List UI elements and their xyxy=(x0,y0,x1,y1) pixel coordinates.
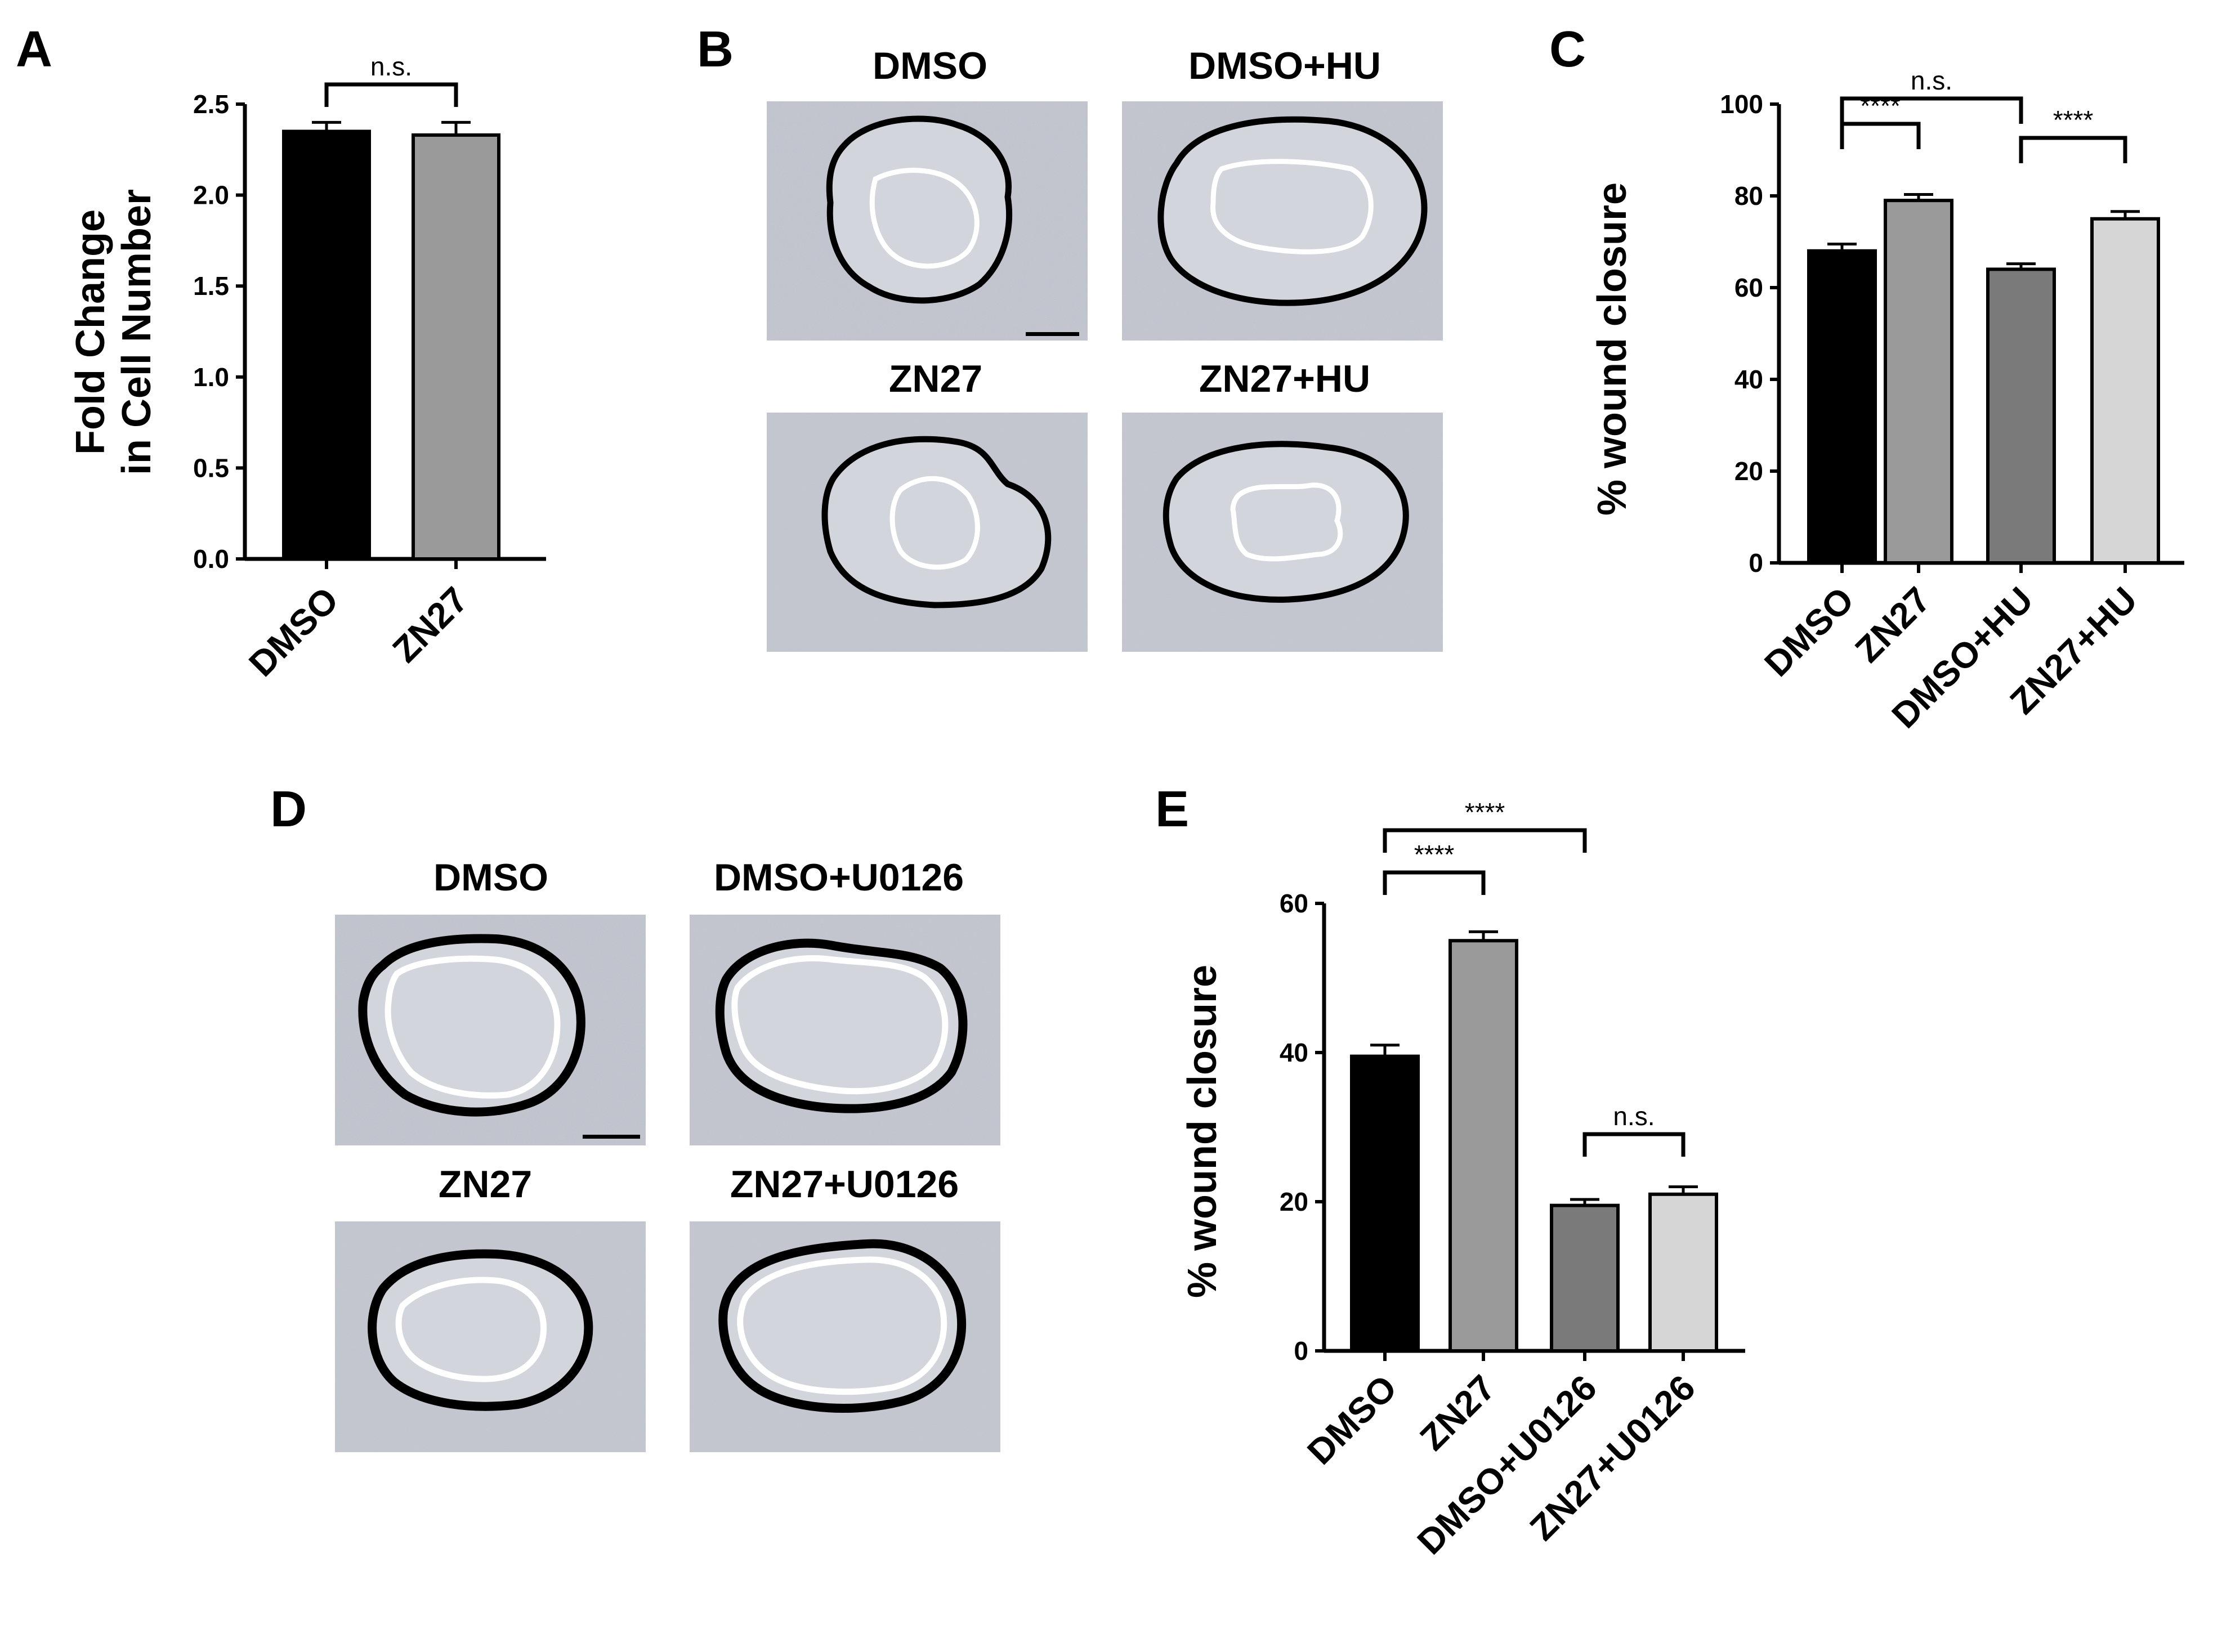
y-tick-label: 80 xyxy=(1734,181,1763,211)
significance-bracket xyxy=(2019,136,2127,163)
micrograph-image xyxy=(767,413,1088,652)
y-tick-label: 40 xyxy=(1280,1038,1308,1067)
bar xyxy=(1448,939,1518,1353)
x-tick-label: DMSO xyxy=(241,579,346,684)
y-tick-label: 40 xyxy=(1734,365,1763,394)
micrograph-panel-b: DMSO DMSO+HU ZN27 ZN27+HU xyxy=(767,44,1443,652)
micrograph-title: ZN27 xyxy=(439,1163,532,1206)
bar xyxy=(1550,1203,1620,1353)
y-axis-label: in Cell Number xyxy=(114,189,159,475)
panel-letter-d: D xyxy=(270,781,307,838)
micrograph-image xyxy=(690,915,1000,1145)
x-tick-label: ZN27 xyxy=(1412,1367,1503,1458)
y-tick-label: 20 xyxy=(1734,456,1763,486)
micrograph-title: DMSO+HU xyxy=(1188,44,1381,87)
significance-bracket xyxy=(1840,96,2023,124)
significance-bracket xyxy=(1840,122,1921,149)
significance-bracket xyxy=(1383,828,1587,853)
bar xyxy=(282,129,371,561)
micrograph-title: DMSO+U0126 xyxy=(714,856,964,899)
bar xyxy=(1350,1054,1420,1353)
micrograph-title: ZN27 xyxy=(889,357,982,400)
significance-label: n.s. xyxy=(370,52,412,81)
significance-label: n.s. xyxy=(1911,66,1952,95)
bar xyxy=(2090,217,2160,565)
y-tick-label: 1.0 xyxy=(193,362,229,392)
y-tick-label: 0 xyxy=(1294,1336,1308,1366)
panel-letter-b: B xyxy=(697,21,734,78)
significance-label: **** xyxy=(1465,798,1505,827)
micrograph-title: ZN27+HU xyxy=(1199,357,1370,400)
micrograph-image xyxy=(1122,413,1443,652)
micrograph-panel-d: DMSO DMSO+U0126 ZN27 ZN27+U0126 xyxy=(335,856,1000,1452)
bar xyxy=(1884,199,1953,565)
significance-bracket xyxy=(1582,1132,1686,1157)
significance-label: **** xyxy=(2053,105,2094,135)
significance-bracket xyxy=(1383,870,1486,895)
panel-letter-a: A xyxy=(16,21,52,78)
x-tick-label: ZN27 xyxy=(1847,579,1938,670)
bar xyxy=(1986,267,2056,565)
y-tick-label: 2.5 xyxy=(193,89,229,119)
panel-letter-e: E xyxy=(1155,781,1189,838)
micrograph-image xyxy=(335,1221,646,1452)
x-tick-label: DMSO xyxy=(1756,579,1862,684)
significance-label: **** xyxy=(1414,840,1455,869)
y-tick-label: 20 xyxy=(1280,1187,1308,1216)
panel-letter-c: C xyxy=(1549,21,1586,78)
y-tick-label: 1.5 xyxy=(193,271,229,301)
micrograph-image xyxy=(690,1221,1000,1452)
micrograph-title: DMSO xyxy=(433,856,548,899)
bar xyxy=(1648,1192,1718,1353)
significance-label: **** xyxy=(1860,91,1901,120)
y-tick-label: 60 xyxy=(1734,273,1763,302)
micrograph-image xyxy=(1122,101,1443,341)
bar xyxy=(1807,249,1877,565)
y-tick-label: 0.0 xyxy=(193,544,229,574)
y-tick-label: 0.5 xyxy=(193,453,229,482)
y-tick-label: 0 xyxy=(1749,548,1763,577)
micrograph-title: DMSO xyxy=(873,44,987,87)
y-tick-label: 100 xyxy=(1720,89,1763,119)
x-tick-label: DMSO+U0126 xyxy=(1409,1367,1604,1562)
micrograph-title: ZN27+U0126 xyxy=(730,1163,959,1206)
x-tick-label: ZN27 xyxy=(385,579,476,670)
y-axis-label: % wound closure xyxy=(1590,182,1635,516)
y-tick-label: 60 xyxy=(1280,889,1308,918)
y-axis-label: % wound closure xyxy=(1180,965,1225,1298)
micrograph-image xyxy=(335,915,646,1145)
y-axis-label: Fold Change xyxy=(68,209,113,455)
micrograph-image xyxy=(767,101,1088,341)
significance-label: n.s. xyxy=(1613,1102,1655,1131)
significance-bracket xyxy=(324,82,458,107)
x-tick-label: DMSO xyxy=(1299,1367,1405,1472)
y-tick-label: 2.0 xyxy=(193,181,229,210)
bar xyxy=(412,133,500,561)
